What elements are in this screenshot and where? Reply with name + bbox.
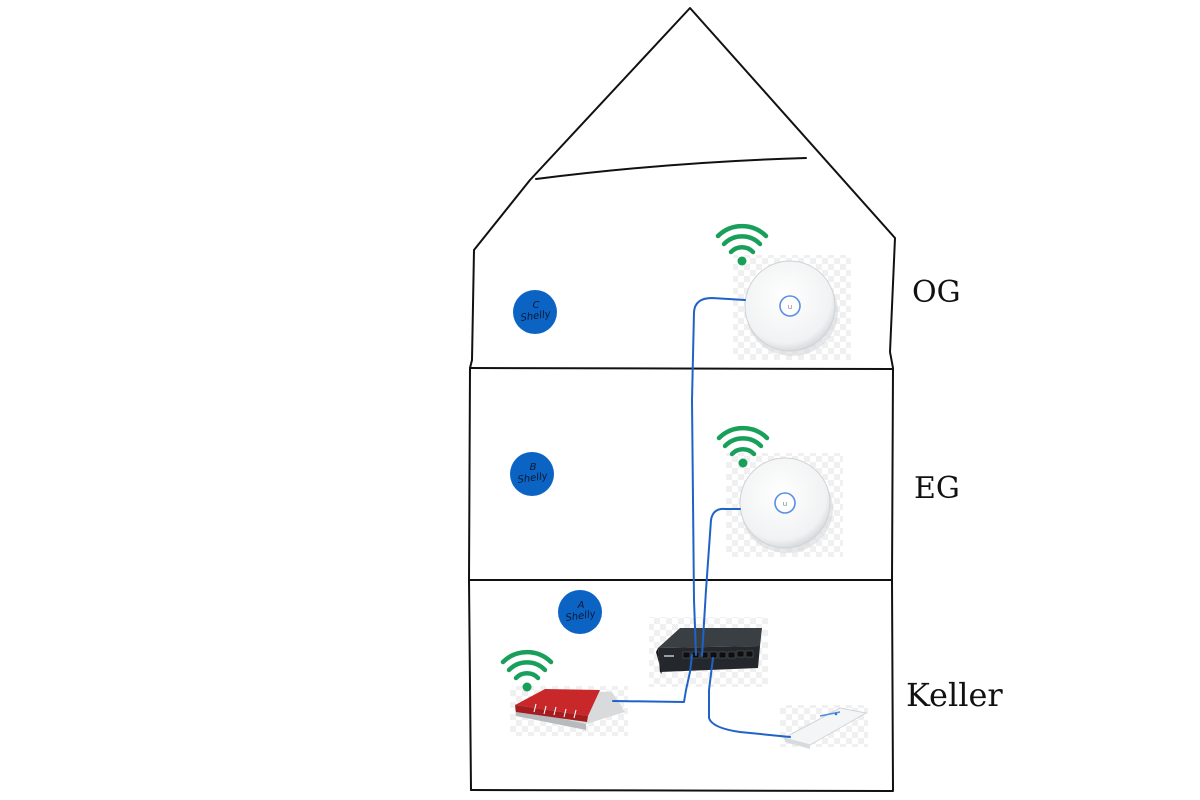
network-switch-icon[interactable] bbox=[656, 628, 762, 674]
ubiquiti-access-point-icon[interactable]: u bbox=[744, 260, 838, 356]
floor-label-eg: EG bbox=[914, 471, 960, 506]
shelly-device-eg[interactable]: B Shelly bbox=[510, 452, 554, 496]
cloud-key-controller-icon[interactable] bbox=[782, 707, 868, 749]
svg-text:u: u bbox=[788, 303, 792, 311]
cable-switch-to-ap-eg bbox=[701, 507, 741, 657]
shelly-device-keller[interactable]: A Shelly bbox=[558, 590, 602, 634]
ubiquiti-access-point-icon[interactable]: u bbox=[739, 457, 833, 553]
ground-line bbox=[470, 789, 894, 792]
og-floor-line bbox=[469, 367, 894, 370]
network-cables bbox=[612, 297, 791, 738]
roof-outline bbox=[471, 7, 896, 369]
shelly-device-og[interactable]: C Shelly bbox=[513, 290, 557, 334]
cable-switch-to-ap-og bbox=[691, 297, 746, 656]
svg-text:B: B bbox=[530, 462, 537, 473]
svg-text:Shelly: Shelly bbox=[520, 309, 553, 324]
svg-text:A: A bbox=[577, 600, 585, 611]
left-wall bbox=[468, 359, 473, 791]
cable-switch-to-controller bbox=[708, 657, 791, 738]
svg-text:Shelly: Shelly bbox=[517, 471, 550, 486]
wifi-icon bbox=[503, 652, 551, 691]
svg-text:Shelly: Shelly bbox=[565, 609, 598, 624]
right-wall bbox=[891, 367, 894, 791]
attic-line bbox=[535, 157, 807, 180]
svg-text:u: u bbox=[783, 500, 787, 508]
floor-label-og: OG bbox=[912, 275, 961, 310]
floor-label-keller: Keller bbox=[906, 676, 1003, 714]
fritzbox-router-icon[interactable] bbox=[515, 689, 625, 730]
svg-text:C: C bbox=[533, 300, 540, 311]
cable-router-to-switch bbox=[612, 654, 693, 703]
house-outline bbox=[468, 7, 896, 792]
